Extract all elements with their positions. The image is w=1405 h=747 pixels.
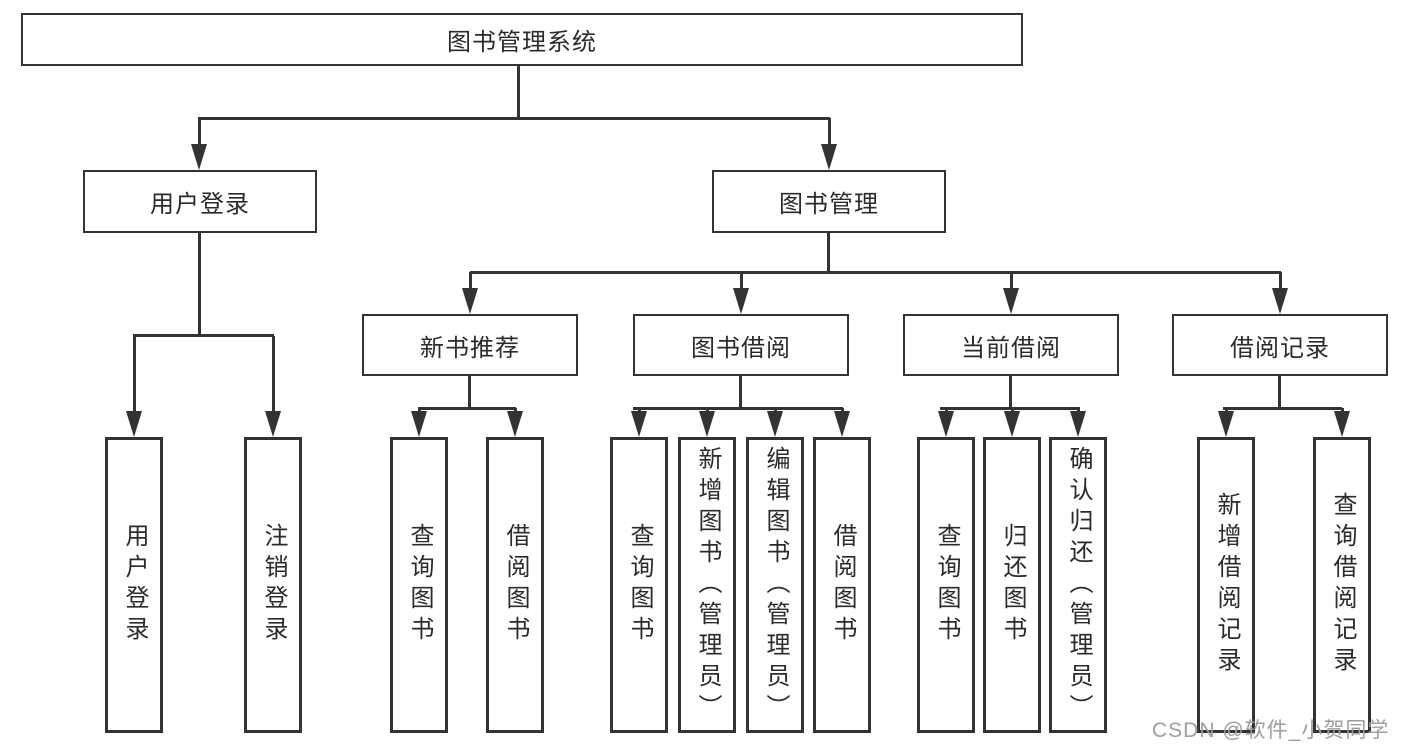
arrow-down-icon [821, 118, 837, 170]
arrow-down-icon [1004, 408, 1020, 437]
leaf-query-borrow-record: 查询借阅记录 [1313, 437, 1371, 733]
node-borrowing-records: 借阅记录 [1172, 314, 1388, 376]
node-label: 图书借阅 [691, 334, 791, 362]
connector-user-login-bar [133, 334, 274, 337]
leaf-label: 新增借阅记录 [1213, 492, 1240, 678]
leaf-logout: 注销登录 [244, 437, 302, 733]
leaf-label: 注销登录 [260, 523, 287, 647]
arrow-down-icon [1272, 272, 1288, 314]
leaf-borrow-books: 借阅图书 [486, 437, 544, 733]
leaf-label: 新增图书（管理员） [694, 445, 721, 725]
node-label: 用户登录 [150, 191, 250, 218]
arrow-down-icon [1003, 272, 1019, 314]
connector-bar [633, 407, 843, 410]
connector-stem [1278, 374, 1281, 408]
node-label: 图书管理系统 [447, 29, 597, 56]
arrow-down-icon [265, 336, 281, 437]
arrow-down-icon [631, 408, 647, 437]
connector-root-stem [517, 66, 520, 118]
connector-bar [1223, 407, 1342, 410]
leaf-label: 查询图书 [406, 523, 433, 647]
arrow-down-icon [462, 272, 478, 314]
leaf-edit-book-admin: 编辑图书（管理员） [746, 437, 804, 733]
node-label: 图书管理 [779, 191, 879, 218]
arrow-down-icon [1070, 408, 1086, 437]
arrow-down-icon [733, 272, 749, 314]
csdn-watermark: CSDN @软件_小贺同学 [1152, 719, 1390, 742]
leaf-label: 借阅图书 [829, 523, 856, 647]
arrow-down-icon [1334, 408, 1350, 437]
connector-level2-bar [470, 271, 1281, 274]
connector-stem [1009, 374, 1012, 408]
node-user-login: 用户登录 [83, 170, 317, 233]
leaf-query-books: 查询图书 [610, 437, 668, 733]
node-library-system: 图书管理系统 [21, 13, 1023, 66]
leaf-label: 用户登录 [121, 523, 148, 647]
connector-book-mgmt-stem [827, 231, 830, 272]
arrow-down-icon [834, 408, 850, 437]
connector-bar [418, 407, 516, 410]
node-new-book-recommend: 新书推荐 [362, 314, 578, 376]
node-book-borrowing: 图书借阅 [633, 314, 849, 376]
leaf-confirm-return-admin: 确认归还（管理员） [1049, 437, 1107, 733]
leaf-label: 确认归还（管理员） [1065, 445, 1092, 725]
node-book-management: 图书管理 [712, 170, 946, 233]
connector-bar [940, 407, 1080, 410]
connector-stem [739, 374, 742, 408]
node-label: 借阅记录 [1230, 334, 1330, 362]
leaf-query-books: 查询图书 [390, 437, 448, 733]
leaf-add-book-admin: 新增图书（管理员） [678, 437, 736, 733]
node-current-borrowing: 当前借阅 [903, 314, 1119, 376]
arrow-down-icon [938, 408, 954, 437]
arrow-down-icon [191, 118, 207, 170]
leaf-label: 借阅图书 [502, 523, 529, 647]
leaf-add-borrow-record: 新增借阅记录 [1197, 437, 1255, 733]
leaf-label: 归还图书 [999, 523, 1026, 647]
arrow-down-icon [699, 408, 715, 437]
leaf-borrow-books: 借阅图书 [813, 437, 871, 733]
leaf-label: 查询图书 [933, 523, 960, 647]
arrow-down-icon [411, 408, 427, 437]
node-label: 当前借阅 [961, 334, 1061, 362]
arrow-down-icon [1218, 408, 1234, 437]
arrow-down-icon [507, 408, 523, 437]
connector-level1-bar [198, 117, 830, 120]
connector-user-login-stem [198, 231, 201, 335]
leaf-label: 查询图书 [626, 523, 653, 647]
leaf-label: 编辑图书（管理员） [762, 445, 789, 725]
node-label: 新书推荐 [420, 334, 520, 362]
leaf-query-books: 查询图书 [917, 437, 975, 733]
connector-stem [468, 374, 471, 408]
leaf-user-login: 用户登录 [105, 437, 163, 733]
leaf-label: 查询借阅记录 [1329, 492, 1356, 678]
leaf-return-books: 归还图书 [983, 437, 1041, 733]
arrow-down-icon [767, 408, 783, 437]
arrow-down-icon [126, 336, 142, 437]
